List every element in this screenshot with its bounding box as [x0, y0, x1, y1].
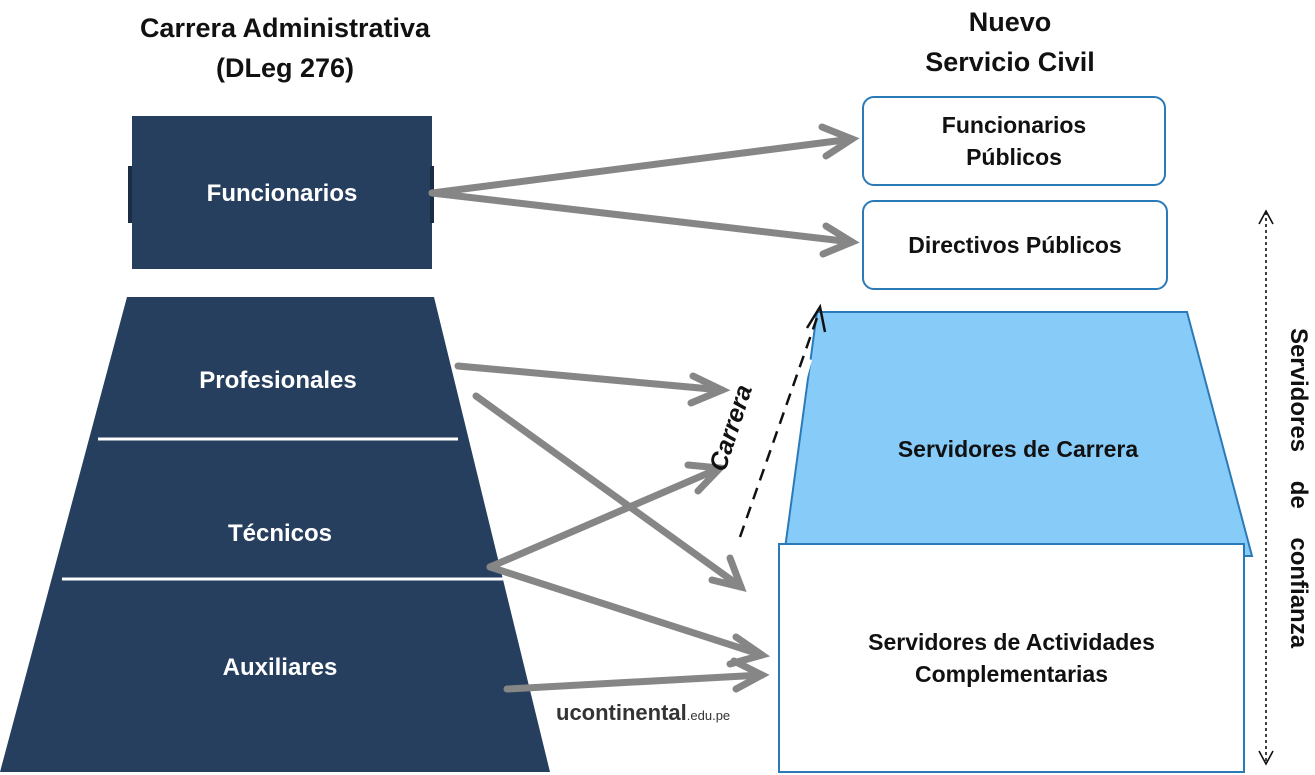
left-title-line2: (DLeg 276)	[215, 53, 355, 83]
box-directivos-publicos: Directivos Públicos	[862, 200, 1168, 290]
arrow-profesionales-actividades-head	[708, 554, 747, 592]
arrow-auxiliares-actividades-head	[730, 657, 770, 693]
left-title: Carrera Administrativa (DLeg 276)	[100, 8, 470, 88]
watermark-main: ucontinental	[556, 700, 687, 725]
confianza-label: Servidores de confianza	[1285, 327, 1312, 649]
left-title-line1: Carrera Administrativa	[139, 13, 431, 43]
funcionarios-block	[132, 116, 432, 269]
box-actividades-line1: Servidores de Actividades	[868, 629, 1155, 655]
arrow-tecnicos-to-actividades	[486, 563, 766, 659]
arrow-funcionarios-to-funcionarios-publicos	[428, 135, 856, 197]
carrera-dashed-arrow-head	[805, 303, 827, 333]
box-funcionarios-line2: Públicos	[966, 144, 1062, 170]
box-funcionarios-line1: Funcionarios	[941, 112, 1087, 138]
arrow-funcionarios-to-directivos	[428, 189, 856, 246]
box-actividades-line2: Complementarias	[914, 661, 1108, 687]
right-title: Nuevo Servicio Civil	[860, 2, 1160, 82]
label-servidores-carrera: Servidores de Carrera	[897, 436, 1139, 462]
confianza-arrow-top	[1258, 209, 1274, 225]
arrow-funcionarios-publicos-head	[818, 123, 860, 160]
arrow-directivos-head	[819, 222, 860, 258]
box-directivos-label: Directivos Públicos	[908, 232, 1122, 258]
label-profesionales: Profesionales	[199, 367, 357, 394]
right-title-line2: Servicio Civil	[925, 47, 1095, 77]
watermark-suffix: .edu.pe	[686, 708, 731, 723]
arrow-auxiliares-to-actividades	[503, 671, 766, 693]
label-auxiliares: Auxiliares	[222, 654, 338, 681]
arrow-profesionales-to-actividades	[472, 392, 745, 591]
right-title-line1: Nuevo	[968, 7, 1052, 37]
box-funcionarios-publicos: Funcionarios Públicos	[862, 96, 1166, 186]
arrow-profesionales-to-carrera	[454, 362, 726, 394]
confianza-arrow-bottom	[1258, 750, 1274, 766]
carrera-tag	[716, 345, 812, 510]
arrow-tecnicos-carrera-head	[684, 461, 728, 495]
label-funcionarios: Funcionarios	[206, 180, 358, 207]
funcionarios-block-notch-left	[128, 166, 132, 223]
watermark: ucontinental.edu.pe	[556, 700, 730, 726]
arrow-tecnicos-to-carrera	[486, 464, 724, 571]
box-servidores-actividades: Servidores de Actividades Complementaria…	[778, 543, 1245, 773]
pyramid-block	[0, 297, 550, 772]
arrow-profesionales-carrera-head	[687, 372, 731, 407]
servidores-carrera-block	[782, 311, 1254, 557]
label-tecnicos: Técnicos	[227, 520, 333, 547]
